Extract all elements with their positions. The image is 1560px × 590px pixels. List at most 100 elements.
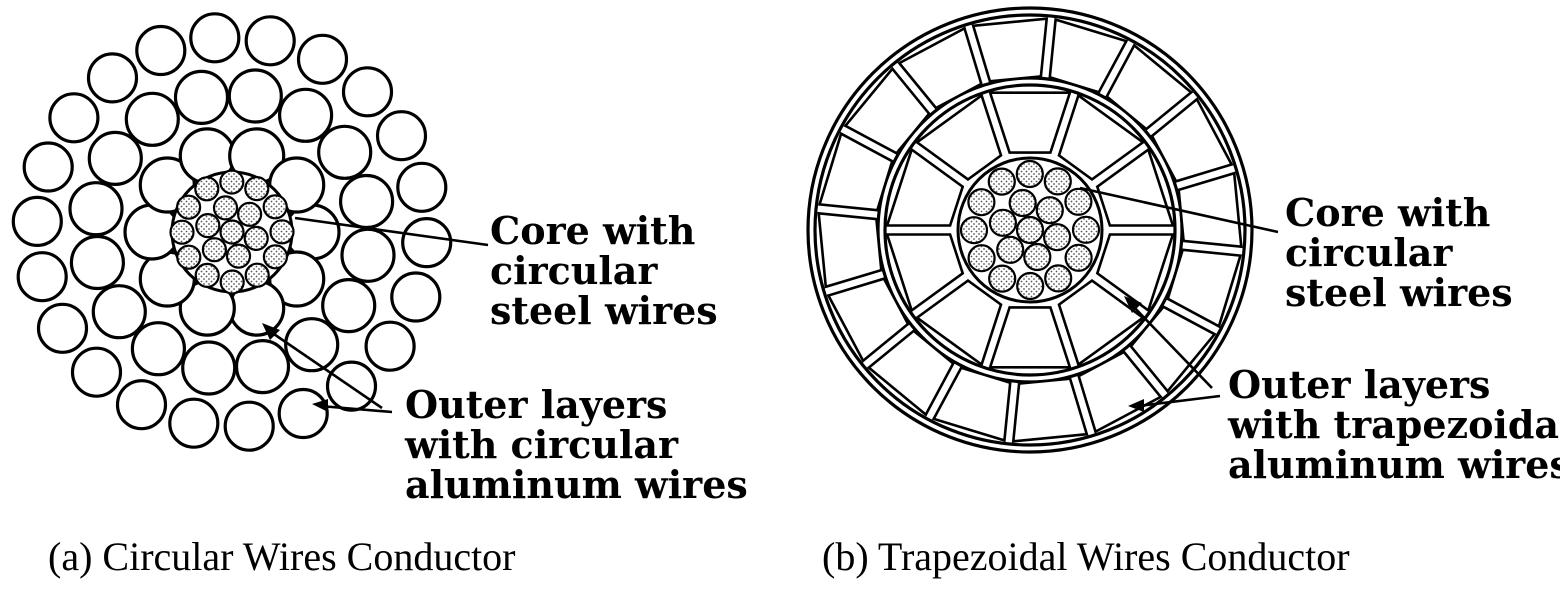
- trapezoidal-wire-segments: [817, 17, 1243, 443]
- trapezoidal-wire: [1011, 377, 1089, 443]
- outer-leader-b: [1124, 296, 1221, 412]
- aluminum-wire: [244, 15, 296, 67]
- outer-callout-b: Outer layers with trapezoidal aluminum w…: [1227, 362, 1560, 487]
- aluminum-wire-layers: [11, 12, 453, 452]
- steel-wire: [1044, 264, 1073, 293]
- aluminum-wire: [278, 87, 334, 143]
- aluminum-wire: [277, 387, 329, 440]
- aluminum-wire: [227, 68, 283, 124]
- aluminum-wire: [341, 66, 394, 118]
- outer-ring: [806, 6, 1254, 454]
- steel-wire: [1015, 215, 1045, 245]
- aluminum-wire: [87, 130, 143, 186]
- outer-leader-a: [262, 323, 393, 414]
- aluminum-wire: [68, 181, 124, 237]
- aluminum-wire: [364, 320, 416, 372]
- aluminum-wire: [375, 110, 428, 162]
- outer-callout-a: Outer layers with circular aluminum wire…: [404, 382, 748, 507]
- aluminum-wire: [22, 141, 74, 193]
- trapezoidal-wire: [1048, 17, 1129, 94]
- aluminum-wire: [86, 52, 139, 104]
- steel-wire: [1043, 167, 1072, 196]
- aluminum-wire: [69, 234, 126, 291]
- aluminum-wire: [11, 195, 63, 247]
- core-callout-a: Core with circular steel wires: [490, 208, 718, 333]
- aluminum-wire: [168, 397, 220, 449]
- trapezoidal-wire: [826, 277, 910, 363]
- steel-wire: [176, 244, 202, 270]
- aluminum-wire: [234, 339, 291, 395]
- core-callout-b: Core with circular steel wires: [1285, 190, 1513, 315]
- aluminum-wire: [16, 251, 68, 303]
- steel-wire: [243, 225, 269, 251]
- trapezoidal-wire: [1105, 43, 1194, 131]
- steel-wire: [262, 194, 288, 220]
- steel-core: [956, 156, 1104, 304]
- trapezoidal-wire: [1057, 93, 1146, 182]
- trapezoidal-wire: [914, 93, 1003, 182]
- steel-wire: [1016, 271, 1045, 301]
- trapezoidal-wire: [1095, 233, 1175, 313]
- steel-wire: [194, 262, 220, 288]
- aluminum-wire: [284, 317, 340, 373]
- middle-ring-inner-edge: [883, 83, 1177, 377]
- steel-wire: [987, 167, 1016, 196]
- aluminum-wire: [124, 91, 180, 147]
- aluminum-wire: [115, 379, 168, 431]
- aluminum-wire: [181, 340, 237, 396]
- steel-wire: [1071, 215, 1101, 244]
- steel-wire: [1064, 243, 1093, 272]
- trapezoidal-wire: [866, 329, 955, 417]
- core-leader-b: [1079, 186, 1279, 234]
- steel-wire: [269, 219, 295, 245]
- steel-wire: [176, 194, 202, 220]
- steel-wire: [244, 262, 270, 288]
- trapezoidal-wire: [817, 131, 894, 212]
- steel-wire: [988, 264, 1017, 293]
- aluminum-wire: [321, 278, 377, 334]
- aluminum-wire: [340, 227, 396, 283]
- trapezoidal-wire: [988, 91, 1072, 154]
- steel-wire: [967, 244, 996, 273]
- aluminum-wire: [36, 302, 89, 354]
- caption-a: (a) Circular Wires Conductor: [48, 534, 516, 579]
- trapezoidal-wire: [1150, 97, 1234, 183]
- steel-wire: [1023, 242, 1052, 272]
- caption-b: (b) Trapezoidal Wires Conductor: [822, 534, 1350, 579]
- steel-wire: [237, 201, 263, 227]
- aluminum-wire: [91, 284, 147, 340]
- steel-wire: [219, 269, 245, 295]
- trapezoidal-conductor: [806, 6, 1254, 454]
- steel-wire: [988, 208, 1018, 237]
- steel-wire: [1035, 196, 1064, 225]
- steel-core: [169, 169, 295, 295]
- steel-wire: [1042, 223, 1072, 252]
- steel-wire: [225, 243, 252, 269]
- trapezoidal-wire: [817, 211, 883, 289]
- aluminum-wire: [339, 173, 395, 230]
- aluminum-wire: [130, 321, 186, 377]
- aluminum-wire: [48, 92, 100, 144]
- steel-wire: [959, 216, 989, 245]
- outer-ring-inner-edge: [813, 13, 1247, 447]
- steel-wire: [219, 219, 245, 245]
- steel-wire: [1008, 188, 1037, 218]
- aluminum-wire: [223, 400, 275, 452]
- trapezoidal-wire: [897, 26, 983, 110]
- trapezoidal-wire: [971, 17, 1049, 83]
- steel-wire: [262, 244, 288, 270]
- trapezoidal-wire: [931, 366, 1012, 443]
- circular-conductor: [11, 12, 453, 452]
- trapezoidal-wire: [1077, 350, 1163, 434]
- steel-wire: [201, 237, 227, 263]
- aluminum-wire: [396, 161, 448, 213]
- steel-wire: [967, 188, 996, 217]
- trapezoidal-wire: [1095, 147, 1175, 227]
- steel-wire: [244, 176, 270, 202]
- steel-wire: [219, 169, 245, 195]
- steel-wire: [212, 195, 239, 221]
- trapezoidal-wire: [988, 306, 1072, 369]
- trapezoidal-wire: [1166, 248, 1243, 329]
- steel-wire: [194, 176, 220, 202]
